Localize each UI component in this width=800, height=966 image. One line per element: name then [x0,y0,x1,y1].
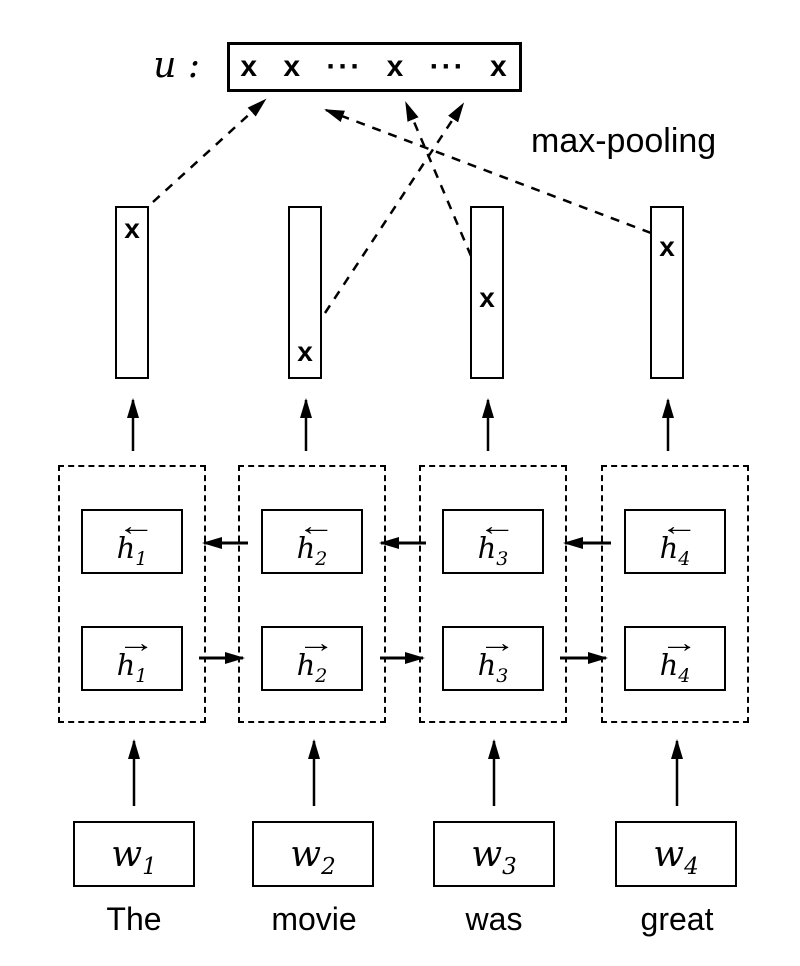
hidden-symbol: h1 [116,648,148,687]
hidden-symbol: h2 [296,531,328,570]
hidden-symbol: h3 [477,531,509,570]
overleftarrow-icon: ← [297,510,335,541]
rnn-cell-3: ← h3 → h3 [419,465,567,723]
hidden-state-bar-1: x [115,206,149,379]
input-word-2: movie [271,901,357,937]
overrightarrow-icon: → [660,627,698,658]
word-symbol: w3 [471,833,517,880]
overleftarrow-icon: ← [117,510,155,541]
backward-hidden-box-3: ← h3 [442,509,544,574]
forward-hidden-box-2: → h2 [261,626,363,691]
pooling-link-bar1 [152,98,267,203]
hidden-symbol: h1 [116,531,148,570]
rnn-cell-2: ← h2 → h2 [238,465,386,723]
rnn-cell-4: ← h4 → h4 [601,465,749,723]
max-pooling-label: max-pooling [531,122,717,160]
overrightarrow-icon: → [297,627,335,658]
hidden-state-bar-4: x [650,206,684,379]
output-vector-box: x x ··· x ··· x [227,42,522,92]
hidden-symbol: h4 [659,531,691,570]
backward-hidden-box-2: ← h2 [261,509,363,574]
input-word-3: was [465,901,523,937]
word-embedding-box-2: w2 [252,821,374,887]
pooling-link-bar3 [404,101,473,257]
input-word-1: The [106,901,162,937]
max-element-mark: x [124,213,140,244]
backward-hidden-box-4: ← h4 [624,509,726,574]
overrightarrow-icon: → [117,627,155,658]
word-embedding-box-1: w1 [73,821,195,887]
output-vector-label: u : [153,45,200,86]
overleftarrow-icon: ← [478,510,516,541]
overleftarrow-icon: ← [660,510,698,541]
hidden-symbol: h2 [296,648,328,687]
hidden-state-bar-3: x [470,206,504,379]
word-embedding-box-4: w4 [615,821,737,887]
hidden-state-bar-2: x [288,206,322,379]
forward-hidden-box-4: → h4 [624,626,726,691]
backward-hidden-box-1: ← h1 [81,509,183,574]
overrightarrow-icon: → [478,627,516,658]
hidden-symbol: h4 [659,648,691,687]
word-symbol: w2 [290,833,336,880]
word-symbol: w1 [111,833,157,880]
max-element-mark: x [659,231,675,262]
input-word-4: great [640,901,714,937]
forward-hidden-box-3: → h3 [442,626,544,691]
pooling-link-bar2 [323,102,465,314]
max-element-mark: x [479,282,495,313]
max-element-mark: x [297,336,313,367]
word-embedding-box-3: w3 [433,821,555,887]
word-symbol: w4 [653,833,699,880]
pooling-link-bar4 [324,108,652,235]
hidden-symbol: h3 [477,648,509,687]
rnn-cell-1: ← h1 → h1 [58,465,206,723]
forward-hidden-box-1: → h1 [81,626,183,691]
